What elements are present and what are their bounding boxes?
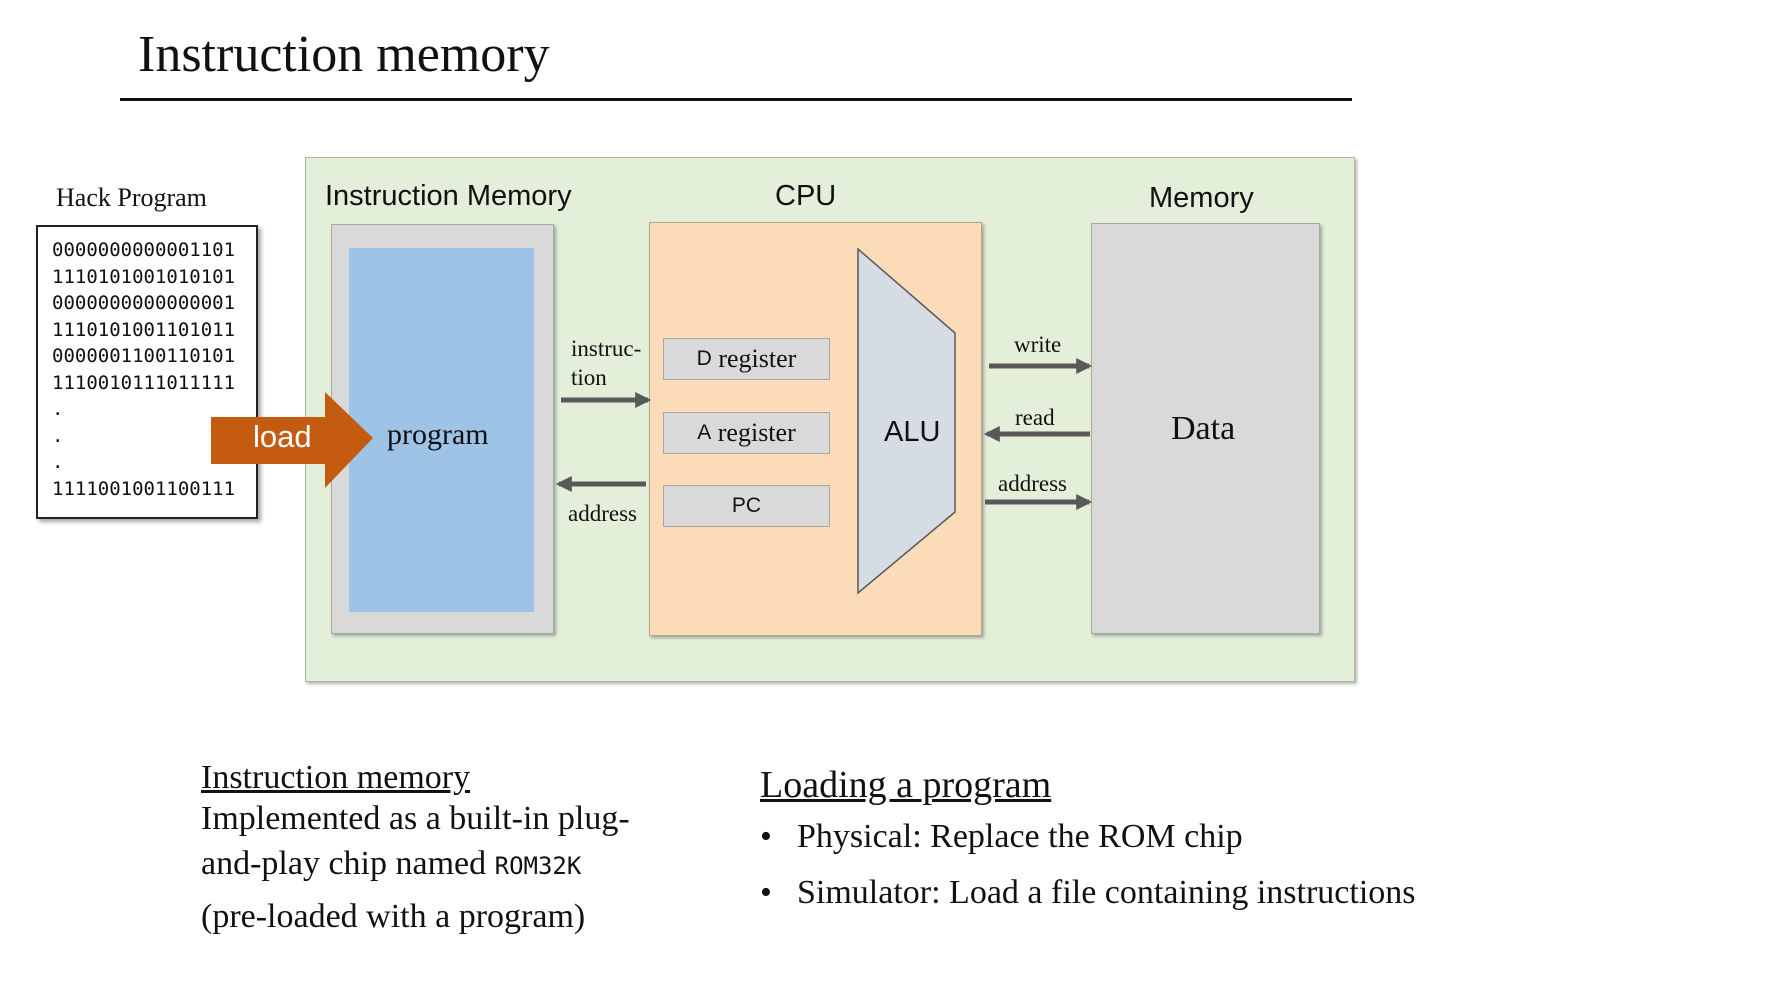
loading-program-heading: Loading a program bbox=[760, 764, 1052, 806]
code-line: 0000000000001101 bbox=[52, 239, 236, 261]
code-line: 1111001001100111 bbox=[52, 477, 236, 500]
address-label-right: address bbox=[998, 471, 1067, 496]
address-label-left: address bbox=[568, 501, 637, 526]
code-line: 1110101001101011 bbox=[52, 318, 236, 341]
hack-program-label: Hack Program bbox=[56, 183, 207, 212]
memory-label: Memory bbox=[1149, 182, 1254, 214]
code-ellipsis: . bbox=[52, 398, 64, 420]
read-label: read bbox=[1015, 405, 1055, 430]
notes-left-line3: (pre-loaded with a program) bbox=[201, 898, 586, 935]
load-label: load bbox=[253, 419, 312, 454]
a-register: A register bbox=[663, 412, 830, 454]
data-label: Data bbox=[1171, 410, 1236, 447]
instruction-memory-label: Instruction Memory bbox=[325, 180, 572, 212]
instruction-label-line2: tion bbox=[571, 365, 607, 390]
hack-program-lines: 0000000000001101 1110101001010101 000000… bbox=[38, 227, 256, 502]
notes-left-line2-text: and-play chip named bbox=[201, 845, 495, 882]
data-memory-block bbox=[1091, 223, 1320, 634]
title-divider bbox=[120, 98, 1352, 101]
code-line: 1110101001010101 bbox=[52, 265, 236, 288]
program-label: program bbox=[387, 418, 489, 451]
code-line: 0000001100110101 bbox=[52, 345, 236, 367]
alu-shape bbox=[857, 247, 956, 595]
instruction-label-line1: instruc- bbox=[571, 336, 642, 361]
register-prefix: D bbox=[696, 347, 712, 370]
register-prefix: A bbox=[697, 421, 712, 444]
bullet-item: Simulator: Load a file containing instru… bbox=[760, 874, 1416, 930]
register-prefix: PC bbox=[731, 494, 762, 517]
page-title: Instruction memory bbox=[138, 26, 550, 83]
code-ellipsis: . bbox=[52, 424, 64, 447]
bullet-item: Physical: Replace the ROM chip bbox=[760, 818, 1416, 874]
code-line: 0000000000000001 bbox=[52, 292, 236, 314]
program-area bbox=[349, 248, 534, 612]
register-label: register bbox=[711, 344, 797, 373]
alu-label: ALU bbox=[884, 416, 941, 448]
pc-register: PC bbox=[663, 485, 830, 527]
code-ellipsis: . bbox=[52, 451, 64, 473]
instruction-memory-heading: Instruction memory bbox=[201, 759, 471, 796]
rom-chip-name: ROM32K bbox=[494, 852, 582, 880]
cpu-label: CPU bbox=[775, 180, 837, 212]
code-line: 1110010111011111 bbox=[52, 371, 236, 394]
hack-program-box: 0000000000001101 1110101001010101 000000… bbox=[36, 225, 258, 519]
write-label: write bbox=[1014, 332, 1062, 357]
register-label: register bbox=[711, 418, 796, 447]
notes-left-line2: and-play chip named ROM32K bbox=[201, 845, 581, 883]
load-arrow bbox=[211, 392, 373, 488]
loading-bullets: Physical: Replace the ROM chip Simulator… bbox=[760, 818, 1416, 930]
d-register: D register bbox=[663, 338, 830, 380]
notes-left-line1: Implemented as a built-in plug- bbox=[201, 800, 630, 837]
